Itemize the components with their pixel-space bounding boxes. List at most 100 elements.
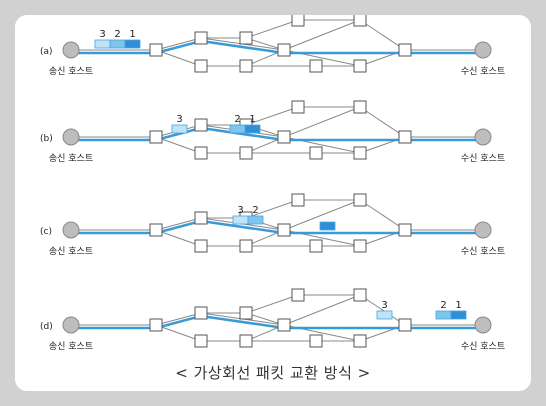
- switch-node: [149, 130, 163, 144]
- virtual-circuit-path: [74, 126, 482, 142]
- switch-node: [309, 239, 323, 253]
- packet: [244, 124, 261, 134]
- packet-number: 3: [176, 114, 182, 125]
- switch-node: [194, 31, 208, 45]
- receiver-host-icon: [474, 221, 492, 239]
- network-link: [359, 294, 406, 326]
- packet: [376, 310, 393, 320]
- switch-node: [239, 239, 253, 253]
- switch-node: [398, 43, 412, 57]
- receiver-host-label: 수신 호스트: [461, 153, 505, 164]
- packet: [450, 310, 467, 320]
- network-link: [245, 294, 299, 314]
- switch-node: [277, 43, 291, 57]
- switch-node: [149, 43, 163, 57]
- packet: [109, 39, 126, 49]
- packet-number: 2: [440, 300, 446, 311]
- packet-number: 3: [237, 205, 243, 216]
- switch-node: [291, 100, 305, 114]
- switch-node: [194, 306, 208, 320]
- sender-host-label: 송신 호스트: [49, 153, 93, 164]
- receiver-host-icon: [474, 41, 492, 59]
- packet: [247, 215, 264, 225]
- sender-host-label: 송신 호스트: [49, 341, 93, 352]
- packet: [229, 124, 246, 134]
- sender-host-icon: [62, 128, 80, 146]
- switch-node: [239, 31, 253, 45]
- switch-node: [398, 318, 412, 332]
- packet: [319, 221, 336, 231]
- packet-number: 2: [114, 29, 120, 40]
- packet-number: 2: [234, 114, 240, 125]
- switch-node: [277, 223, 291, 237]
- switch-node: [291, 15, 305, 27]
- network-link: [245, 199, 299, 219]
- virtual-circuit-path: [74, 314, 482, 330]
- row-label: (d): [40, 322, 53, 332]
- switch-node: [149, 318, 163, 332]
- switch-node: [194, 334, 208, 348]
- switch-node: [194, 59, 208, 73]
- packet: [94, 39, 111, 49]
- virtual-circuit-path: [74, 219, 482, 235]
- sender-host-icon: [62, 316, 80, 334]
- sender-host-label: 송신 호스트: [49, 246, 93, 257]
- switch-node: [353, 288, 367, 302]
- diagram-caption: < 가상회선 패킷 교환 방식 >: [175, 364, 371, 382]
- switch-node: [239, 146, 253, 160]
- network-link: [359, 19, 406, 51]
- switch-node: [194, 146, 208, 160]
- switch-node: [398, 130, 412, 144]
- packet-number: 3: [99, 29, 105, 40]
- virtual-circuit-path: [74, 39, 482, 55]
- switch-node: [291, 193, 305, 207]
- network-link: [155, 49, 202, 67]
- receiver-host-label: 수신 호스트: [461, 341, 505, 352]
- switch-node: [194, 118, 208, 132]
- network-link: [155, 37, 202, 51]
- network-link: [155, 312, 202, 326]
- switch-node: [239, 306, 253, 320]
- row-label: (c): [40, 227, 52, 237]
- network-link: [283, 294, 361, 326]
- switch-node: [353, 59, 367, 73]
- packet: [435, 310, 452, 320]
- switch-node: [291, 288, 305, 302]
- network-link: [155, 217, 202, 231]
- switch-node: [277, 130, 291, 144]
- switch-node: [239, 59, 253, 73]
- receiver-host-label: 수신 호스트: [461, 246, 505, 257]
- packet-number: 1: [249, 114, 255, 125]
- packet: [171, 124, 188, 134]
- switch-node: [194, 239, 208, 253]
- switch-node: [309, 59, 323, 73]
- row-label: (b): [40, 134, 53, 144]
- receiver-host-icon: [474, 316, 492, 334]
- network-link: [359, 199, 406, 231]
- network-link: [359, 106, 406, 138]
- packet-number: 3: [381, 300, 387, 311]
- switch-node: [353, 334, 367, 348]
- sender-host-label: 송신 호스트: [49, 66, 93, 77]
- switch-node: [194, 211, 208, 225]
- network-link: [155, 136, 202, 154]
- switch-node: [239, 334, 253, 348]
- switch-node: [353, 15, 367, 27]
- row-label: (a): [40, 47, 53, 57]
- packet-number: 1: [455, 300, 461, 311]
- packet: [232, 215, 249, 225]
- packet: [124, 39, 141, 49]
- network-link: [155, 324, 202, 342]
- switch-node: [277, 318, 291, 332]
- switch-node: [353, 193, 367, 207]
- sender-host-icon: [62, 41, 80, 59]
- switch-node: [398, 223, 412, 237]
- switch-node: [353, 239, 367, 253]
- network-link: [245, 106, 299, 126]
- network-link: [283, 19, 361, 51]
- receiver-host-icon: [474, 128, 492, 146]
- network-link: [283, 106, 361, 138]
- switch-node: [309, 334, 323, 348]
